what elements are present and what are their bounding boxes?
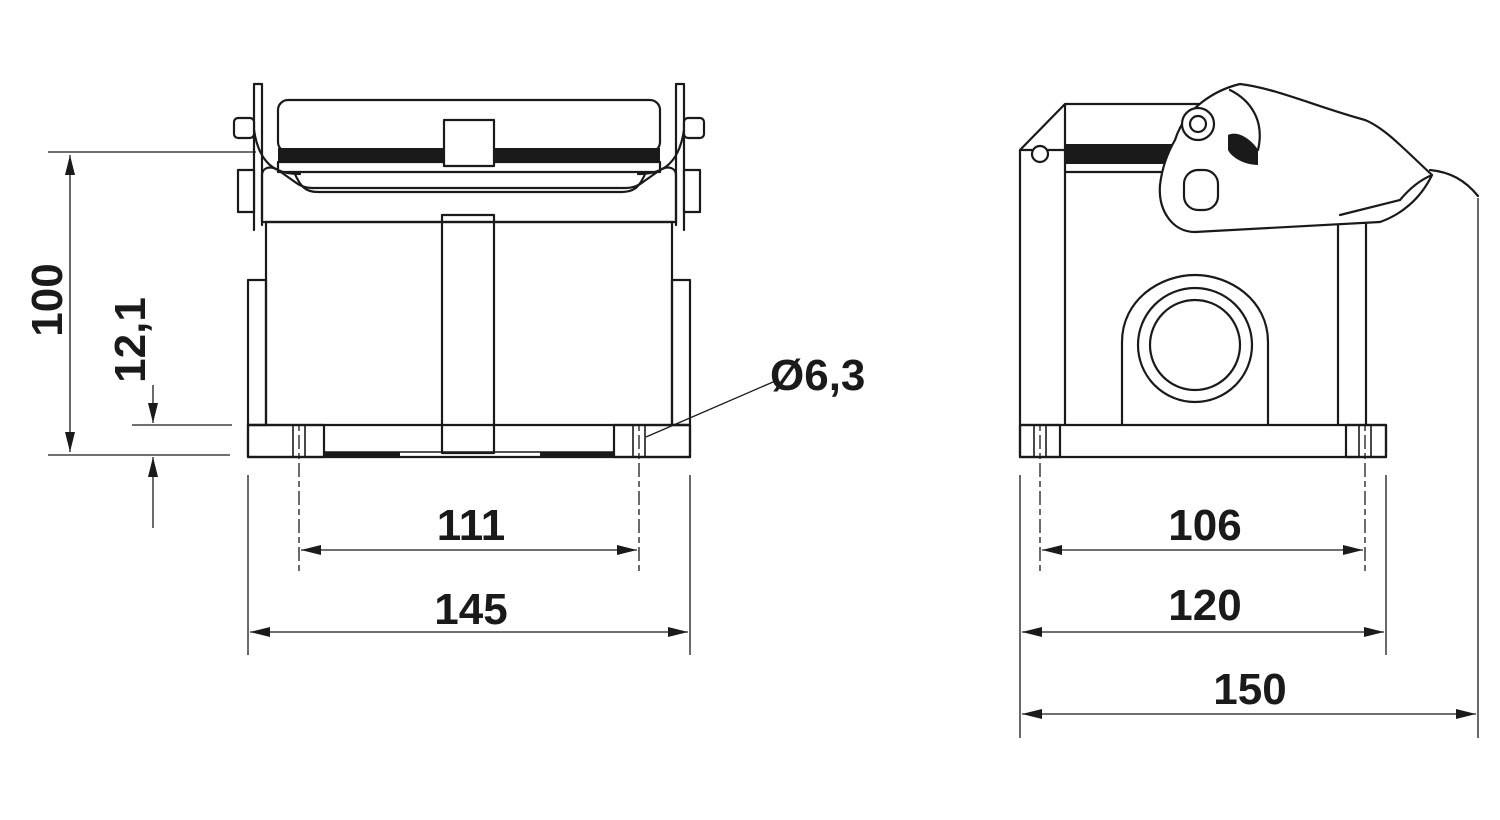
side-lever-slot xyxy=(1182,168,1220,212)
front-bolt-left xyxy=(232,116,256,140)
dim-111-label: 111 xyxy=(437,501,506,550)
front-lever-right xyxy=(674,82,686,232)
side-cable-boss xyxy=(1120,273,1270,427)
front-hood-band xyxy=(260,166,678,224)
side-cable-entry-outer xyxy=(1136,286,1254,404)
dim-leader-hole xyxy=(645,381,774,438)
front-housing-left-wall xyxy=(246,278,268,427)
side-cable-entry-inner xyxy=(1148,298,1242,392)
front-housing-body xyxy=(264,220,674,427)
front-dimensions: 100 12,1 Ø6,3 111 145 xyxy=(23,151,865,655)
front-bolt-right xyxy=(682,116,706,140)
side-base-flange xyxy=(1018,423,1388,459)
dim-flange-12-1-label: 12,1 xyxy=(106,297,155,383)
front-view xyxy=(232,82,706,575)
front-foot-right xyxy=(612,423,692,459)
front-lid-latch-tab xyxy=(442,118,496,168)
side-view xyxy=(1018,82,1480,575)
dim-106-label: 106 xyxy=(1168,501,1241,550)
front-housing-right-wall xyxy=(670,278,692,427)
side-locking-lever xyxy=(1158,82,1434,234)
side-hinge-pin xyxy=(1030,144,1050,164)
dim-150-label: 150 xyxy=(1213,665,1286,714)
front-lever-left xyxy=(252,82,264,232)
side-dimensions: 106 120 150 xyxy=(1019,198,1479,738)
dim-120-label: 120 xyxy=(1168,581,1241,630)
dim-hole-diameter-label: Ø6,3 xyxy=(770,351,865,400)
front-center-rib xyxy=(440,213,496,455)
front-foot-left xyxy=(246,423,326,459)
dim-145-label: 145 xyxy=(434,585,507,634)
dim-height-100-label: 100 xyxy=(23,263,72,336)
